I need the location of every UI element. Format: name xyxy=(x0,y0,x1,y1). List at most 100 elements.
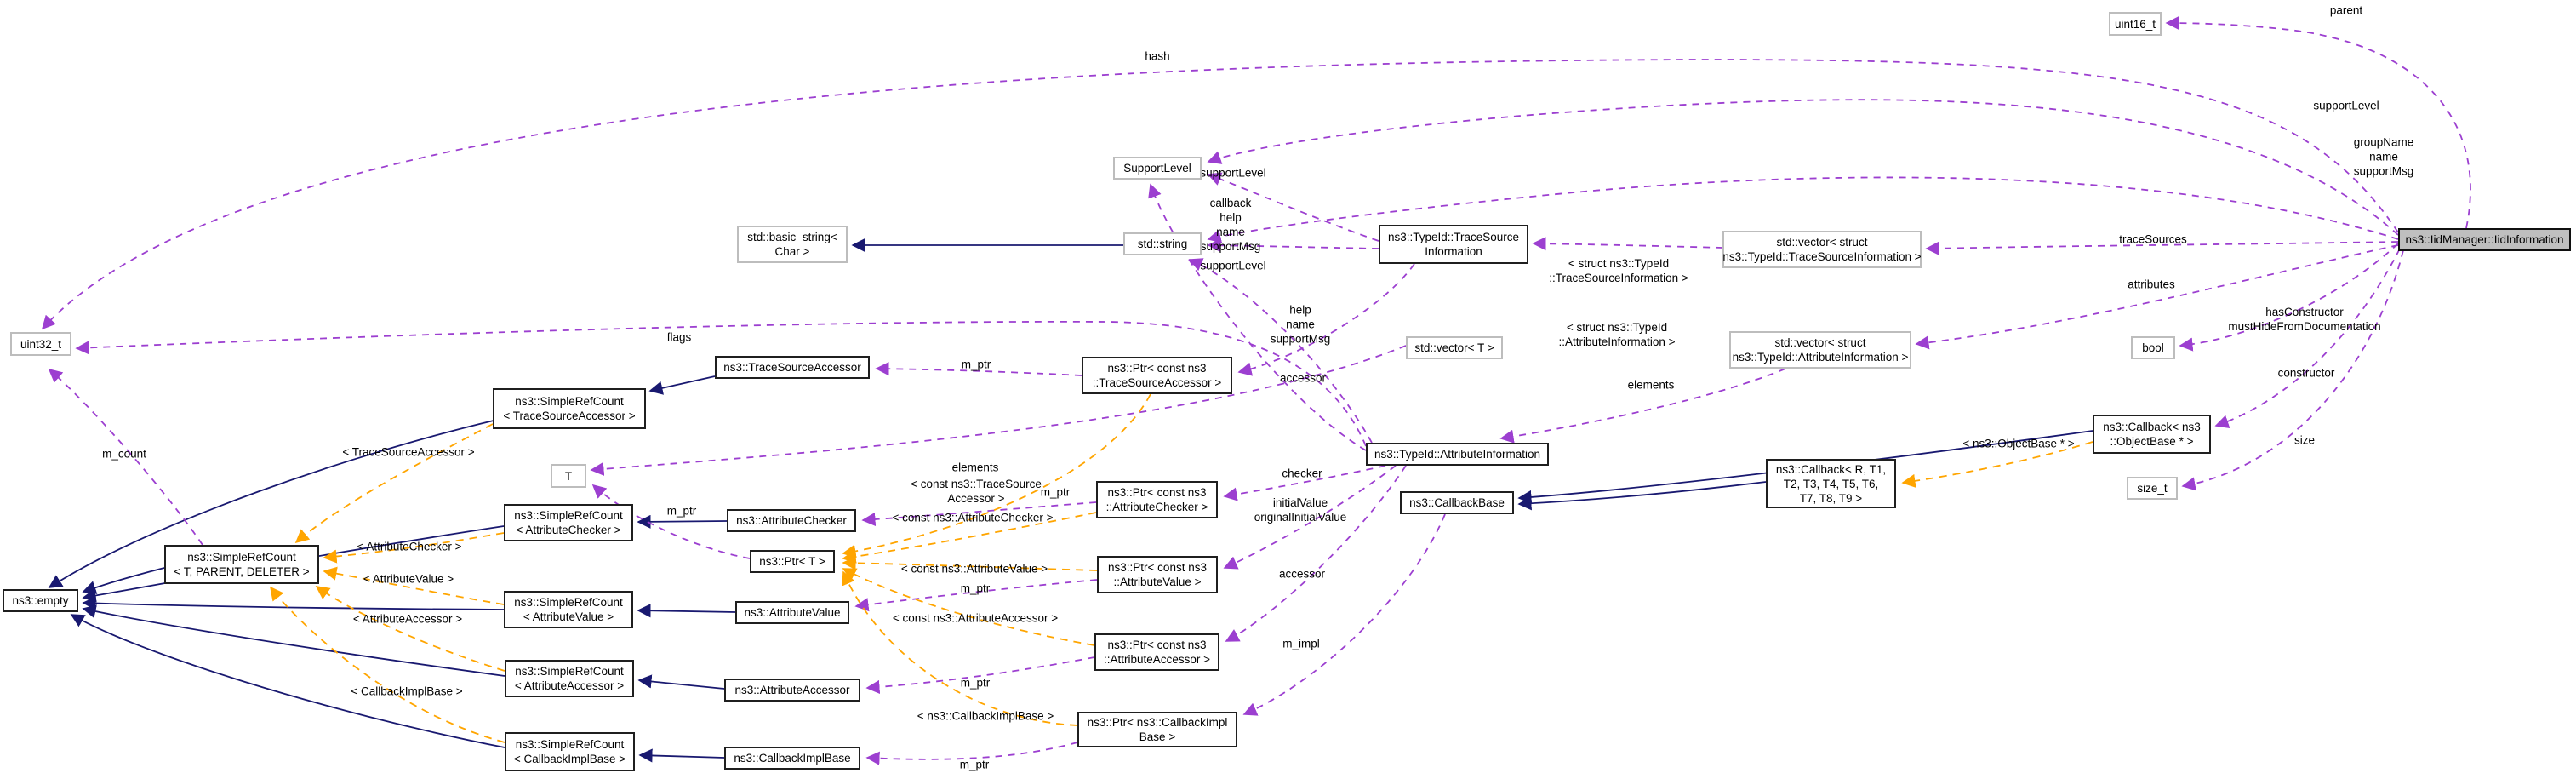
node-aa[interactable]: ns3::AttributeAccessor xyxy=(724,679,860,702)
edge-label-accessor-tsi: accessor xyxy=(1279,371,1327,385)
edge-label-tpl-struct-tsi: < struct ns3::TypeId::TraceSourceInforma… xyxy=(1549,257,1688,284)
edge-tpl-ptrtsa xyxy=(842,393,1151,558)
edge-tpl-ptrac xyxy=(842,512,1097,564)
edge-srctsa-empty xyxy=(48,420,494,588)
edge-accessor-tsi xyxy=(1237,263,1415,376)
edge-label-m_impl: m_impl xyxy=(1282,637,1320,650)
node-src_ac[interactable]: ns3::SimpleRefCount< AttributeChecker > xyxy=(504,504,633,541)
edge-label-flags: flags xyxy=(666,330,692,344)
node-iid[interactable]: ns3::IidManager::IidInformation xyxy=(2398,228,2571,251)
node-src_tsa[interactable]: ns3::SimpleRefCount< TraceSourceAccessor… xyxy=(493,388,646,429)
node-ptr_ac[interactable]: ns3::Ptr< const ns3::AttributeChecker > xyxy=(1096,481,1218,518)
edge-label-parent: parent xyxy=(2329,3,2363,17)
edge-srccib-empty xyxy=(70,614,505,748)
node-cb_ob[interactable]: ns3::Callback< ns3::ObjectBase * > xyxy=(2093,415,2211,454)
edge-label-tpl-aa: < AttributeAccessor > xyxy=(352,612,463,626)
edge-av-srcav xyxy=(637,604,736,618)
edge-hash xyxy=(41,59,2399,330)
edge-tpl-srctsa xyxy=(294,423,494,544)
node-uint16: uint16_t xyxy=(2109,12,2162,36)
edge-label-m_count: m_count xyxy=(102,447,146,461)
edge-label-supportlevel-ai: supportLevel xyxy=(1200,259,1266,272)
node-ptr_aa[interactable]: ns3::Ptr< const ns3::AttributeAccessor > xyxy=(1094,633,1219,671)
node-uint32: uint32_t xyxy=(10,332,71,356)
edge-hasconstructor xyxy=(2179,243,2399,352)
edge-callback-string xyxy=(1207,238,1379,253)
edge-mptr-aa xyxy=(865,656,1095,695)
edge-supportlevel-iid xyxy=(1207,99,2399,236)
edge-label-mptr-av: m_ptr xyxy=(960,581,991,595)
edge-checker xyxy=(1223,465,1386,501)
edge-parent xyxy=(2165,15,2471,229)
edge-label-tracesources: traceSources xyxy=(2119,232,2187,246)
edge-mptr-cib xyxy=(865,742,1078,765)
node-ptr_tsa[interactable]: ns3::Ptr< const ns3::TraceSourceAccessor… xyxy=(1082,357,1232,394)
edge-mptr-tsa xyxy=(875,362,1082,376)
edge-attributes xyxy=(1915,244,2399,350)
edge-aa-srcaa xyxy=(637,674,725,690)
edge-elements-t xyxy=(590,345,1407,476)
edge-label-objectbase: < ns3::ObjectBase * > xyxy=(1962,437,2075,450)
node-vec_t: std::vector< T > xyxy=(1406,336,1503,359)
node-src_tpd[interactable]: ns3::SimpleRefCount< T, PARENT, DELETER … xyxy=(164,545,319,584)
node-cib[interactable]: ns3::CallbackImplBase xyxy=(724,747,860,770)
node-src_aa[interactable]: ns3::SimpleRefCount< AttributeAccessor > xyxy=(505,660,634,697)
edge-size xyxy=(2181,249,2404,491)
edge-label-tpl-ac: < AttributeChecker > xyxy=(357,540,462,553)
node-cb_r[interactable]: ns3::Callback< R, T1,T2, T3, T4, T5, T6,… xyxy=(1766,459,1896,508)
node-cbbase[interactable]: ns3::CallbackBase xyxy=(1400,491,1514,514)
edge-m_impl xyxy=(1242,513,1446,716)
node-tsa[interactable]: ns3::TraceSourceAccessor xyxy=(715,356,870,379)
node-basicstring: std::basic_string<Char > xyxy=(737,226,848,263)
edge-label-mptr-t: m_ptr xyxy=(666,504,697,518)
edge-tpl-ptrcib xyxy=(842,570,1078,726)
edge-tpl-ptraa xyxy=(842,568,1095,646)
node-ptr_t[interactable]: ns3::Ptr< T > xyxy=(750,550,835,573)
edge-label-mptr-ac: m_ptr xyxy=(1040,485,1071,499)
edge-mptr-ac xyxy=(861,501,1097,527)
edge-m_count xyxy=(48,368,203,546)
node-sizet: size_t xyxy=(2127,477,2178,500)
edge-label-checker: checker xyxy=(1282,467,1322,480)
edge-label-tpl-struct-ai: < struct ns3::TypeId::AttributeInformati… xyxy=(1558,321,1676,348)
node-ac[interactable]: ns3::AttributeChecker xyxy=(727,509,856,532)
edge-ac-srcac xyxy=(637,514,728,529)
node-supportlevel: SupportLevel xyxy=(1113,157,1202,180)
edge-groupname-string xyxy=(1207,176,2399,243)
edge-accessor-ai xyxy=(1225,465,1407,642)
node-empty[interactable]: ns3::empty xyxy=(3,589,78,612)
edge-label-tpl-tsa: < TraceSourceAccessor > xyxy=(342,445,475,459)
edge-label-tpl-ptraa: < const ns3::AttributeAccessor > xyxy=(892,611,1059,625)
node-bool: bool xyxy=(2131,336,2175,359)
edge-label-tpl-ptrav: < const ns3::AttributeValue > xyxy=(900,562,1048,576)
edge-flags xyxy=(75,320,1367,447)
edge-label-accessor-ai: accessor xyxy=(1278,567,1326,581)
edge-help-string xyxy=(1188,258,1373,444)
edge-label-tpl-ptrac: < const ns3::AttributeChecker > xyxy=(892,511,1054,524)
node-ptr_av[interactable]: ns3::Ptr< const ns3::AttributeValue > xyxy=(1097,556,1218,593)
edge-cbr-cbbase xyxy=(1517,481,1767,511)
edge-label-supportlevel-tsi: supportLevel xyxy=(1200,166,1266,180)
edge-tpl-ptrav xyxy=(842,556,1098,571)
edge-tsa-srctsa xyxy=(648,375,716,395)
edge-mptr-av xyxy=(854,579,1098,612)
edge-srctpd-empty xyxy=(82,567,165,594)
edge-elements-tsi xyxy=(1532,237,1723,251)
node-src_cib[interactable]: ns3::SimpleRefCount< CallbackImplBase > xyxy=(505,732,635,771)
edge-label-constructor: constructor xyxy=(2277,366,2335,380)
node-av[interactable]: ns3::AttributeValue xyxy=(735,601,849,624)
node-ai[interactable]: ns3::TypeId::AttributeInformation xyxy=(1366,443,1549,466)
edge-tpl-cbob xyxy=(1901,441,2093,488)
edge-label-tpl-av: < AttributeValue > xyxy=(363,572,454,586)
node-src_av[interactable]: ns3::SimpleRefCount< AttributeValue > xyxy=(504,591,633,628)
